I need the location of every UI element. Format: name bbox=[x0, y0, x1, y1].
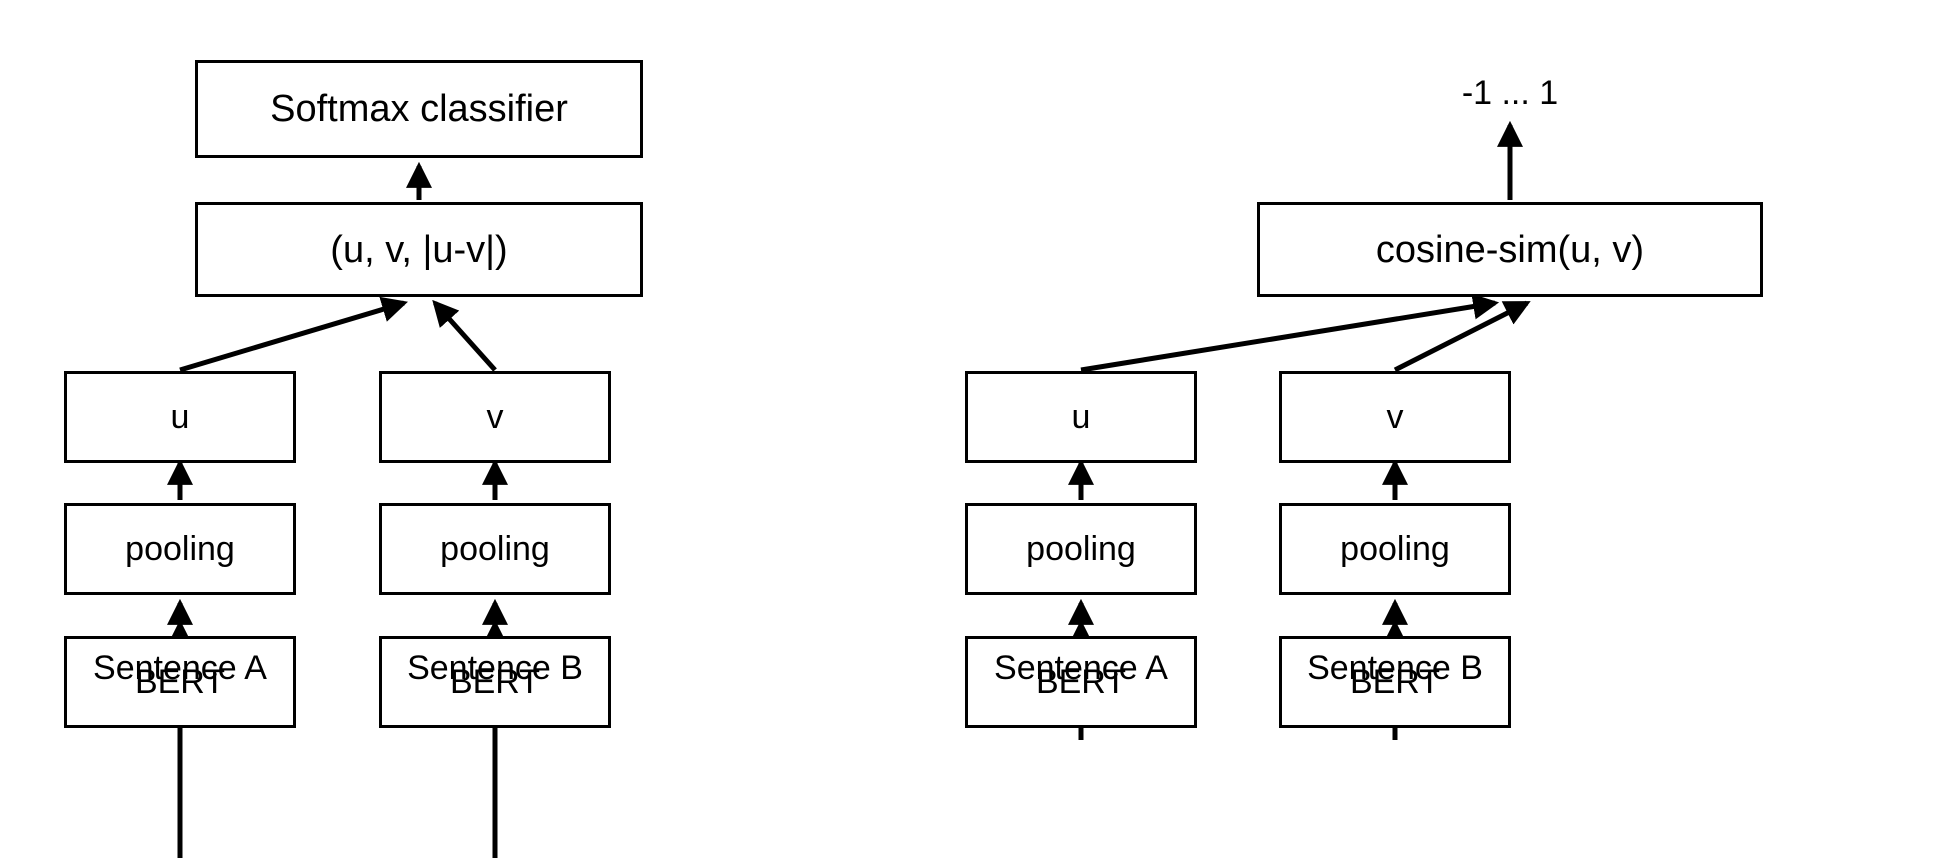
embedding-u-node-right: u bbox=[965, 371, 1197, 463]
embedding-v-node-left: v bbox=[379, 371, 611, 463]
embedding-u-node-left: u bbox=[64, 371, 296, 463]
cosine-similarity-node: cosine-sim(u, v) bbox=[1257, 202, 1763, 297]
edge-v-to-concat bbox=[432, 299, 497, 372]
edge-v-to-cosine bbox=[1393, 300, 1531, 373]
softmax-classifier-node: Softmax classifier bbox=[195, 60, 643, 158]
edge-u-to-concat bbox=[179, 296, 408, 373]
pooling-b-node-right: pooling bbox=[1279, 503, 1511, 595]
concat-feature-node: (u, v, |u-v|) bbox=[195, 202, 643, 297]
sentence-b-label-left: Sentence B bbox=[407, 649, 583, 687]
pooling-b-node-left: pooling bbox=[379, 503, 611, 595]
sentence-a-label-left: Sentence A bbox=[93, 649, 267, 687]
pooling-a-node-right: pooling bbox=[965, 503, 1197, 595]
sentence-b-label-right: Sentence B bbox=[1307, 649, 1483, 687]
embedding-v-node-right: v bbox=[1279, 371, 1511, 463]
pooling-a-node-left: pooling bbox=[64, 503, 296, 595]
output-range-label-right: -1 ... 1 bbox=[1461, 74, 1559, 112]
sentence-a-label-right: Sentence A bbox=[994, 649, 1168, 687]
edge-u-to-cosine bbox=[1080, 293, 1500, 373]
